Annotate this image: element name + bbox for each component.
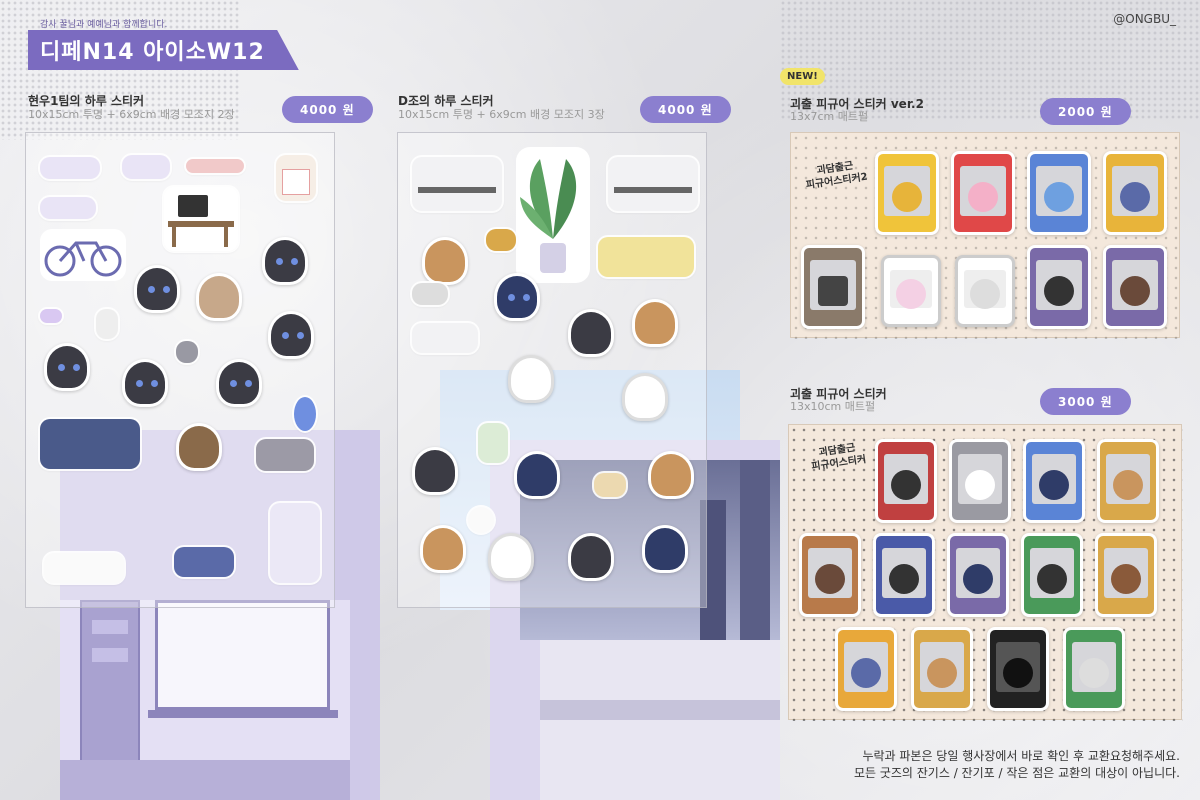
- notice-line-1: 누락과 파본은 당일 행사장에서 바로 확인 후 교환요청해주세요.: [862, 749, 1180, 763]
- cat-sticker: [44, 343, 90, 391]
- tiger-sticker: [196, 273, 242, 321]
- product-2-subtitle: 10x15cm 투명 + 6x9cm 배경 모조지 3장: [398, 108, 605, 121]
- notice-line-2: 모든 굿즈의 잔기스 / 잔기포 / 작은 점은 교환의 대상이 아닙니다.: [853, 766, 1180, 781]
- fridge-sticker: [270, 503, 320, 583]
- whiteboard: [155, 600, 330, 710]
- product-1-title: 현우1팀의 하루 스티커: [28, 94, 145, 108]
- figure-card: [1103, 245, 1167, 329]
- notice: 누락과 파본은 당일 행사장에서 바로 확인 후 교환요청해주세요. 모든 굿즈…: [854, 748, 1180, 783]
- halftone-dots: [0, 0, 240, 140]
- figure-sheet-v1: 괴담출근 피규어스티커: [788, 424, 1183, 721]
- figure-card: [1027, 245, 1091, 329]
- product-3-price: 2000 원: [1040, 98, 1131, 125]
- box-sticker: [594, 473, 626, 497]
- desk-sticker: [412, 157, 502, 211]
- small-plant-sticker: [478, 423, 508, 463]
- handle-text: @ONGBU_: [1113, 12, 1176, 26]
- cat-sticker: [122, 359, 168, 407]
- book-sticker: [122, 155, 170, 179]
- product-3-title: 괴출 피규어 스티커 ver.2: [790, 97, 924, 111]
- deer-sticker: [568, 533, 614, 581]
- stool-sticker: [486, 229, 516, 251]
- sofa-sticker: [40, 419, 140, 469]
- cat-sticker: [268, 311, 314, 359]
- counter-sticker: [44, 553, 124, 583]
- halftone-dots-right: [780, 0, 1200, 120]
- product-1-price: 4000 원: [282, 96, 373, 123]
- figure-card: [1095, 533, 1157, 617]
- sticker-sheet-2: [397, 132, 707, 608]
- question-bubble-sticker: [468, 507, 494, 533]
- figure-card: [875, 439, 937, 523]
- cat-sticker: [642, 525, 688, 573]
- product-1-subtitle: 10x15cm 투명 + 6x9cm 배경 모조지 2장: [28, 108, 235, 121]
- sink-sticker: [256, 439, 314, 471]
- ghost-sticker: [488, 533, 534, 581]
- figure-card: [949, 439, 1011, 523]
- product-4-price: 3000 원: [1040, 388, 1131, 415]
- thanks-text: 감사 꿀님과 예예님과 함께합니다.: [40, 20, 168, 30]
- figure-card: [955, 255, 1015, 327]
- new-badge: NEW!: [780, 68, 825, 85]
- ghost-sticker: [622, 373, 668, 421]
- figure-card: [1063, 627, 1125, 711]
- product-2-title: D조의 하루 스티커: [398, 94, 494, 108]
- dog-sticker: [420, 525, 466, 573]
- slippers-sticker: [174, 547, 234, 577]
- lantern-sticker: [96, 309, 118, 339]
- candy-sticker: [40, 309, 62, 323]
- figure-card: [801, 245, 865, 329]
- figure-card: [873, 533, 935, 617]
- dog-sticker: [422, 237, 468, 285]
- flame-sticker: [294, 397, 316, 431]
- figure-card: [1027, 151, 1091, 235]
- desk-sticker: [164, 187, 238, 251]
- event-title: 디페N14 아이소W12: [28, 30, 299, 70]
- bag-sticker: [276, 155, 316, 201]
- product-4-title: 괴출 피규어 스티커: [790, 387, 887, 401]
- figure-card: [875, 151, 939, 235]
- couch-sticker: [598, 237, 694, 277]
- figure-card: [1103, 151, 1167, 235]
- plant-sticker: [516, 147, 590, 283]
- figure-card: [881, 255, 941, 327]
- figure-sheet-v2: 괴담출근 피규어스티커2: [790, 132, 1181, 339]
- product-3-subtitle: 13x7cm 매트펄: [790, 110, 869, 123]
- raccoon-sticker: [176, 423, 222, 471]
- dog-sticker: [632, 299, 678, 347]
- book-sticker: [40, 157, 100, 179]
- artist-handle[interactable]: @ONGBU_: [1113, 12, 1176, 26]
- product-4-subtitle: 13x10cm 매트펄: [790, 400, 876, 413]
- shelf-sticker: [412, 323, 478, 353]
- sticker-sheet-1: [25, 132, 335, 608]
- figure-card: [911, 627, 973, 711]
- cat-sticker: [216, 359, 262, 407]
- dog-sticker: [648, 451, 694, 499]
- figure-card: [1021, 533, 1083, 617]
- figure-card: [1097, 439, 1159, 523]
- figure-card: [951, 151, 1015, 235]
- figure-card: [947, 533, 1009, 617]
- radio-sticker: [412, 283, 448, 305]
- cat-sticker: [514, 451, 560, 499]
- book-sticker: [40, 197, 96, 219]
- figure-card: [1023, 439, 1085, 523]
- ghost-sticker: [176, 341, 198, 363]
- cat-sticker: [262, 237, 308, 285]
- cat-sticker: [494, 273, 540, 321]
- box-sticker: [186, 159, 244, 173]
- deer-sticker: [568, 309, 614, 357]
- deer-sticker: [412, 447, 458, 495]
- ghost-sticker: [508, 355, 554, 403]
- figure-card: [835, 627, 897, 711]
- figure-card: [987, 627, 1049, 711]
- cat-sticker: [134, 265, 180, 313]
- desk-sticker: [608, 157, 698, 211]
- product-2-price: 4000 원: [640, 96, 731, 123]
- figure-card: [799, 533, 861, 617]
- bicycle-sticker: [40, 229, 126, 281]
